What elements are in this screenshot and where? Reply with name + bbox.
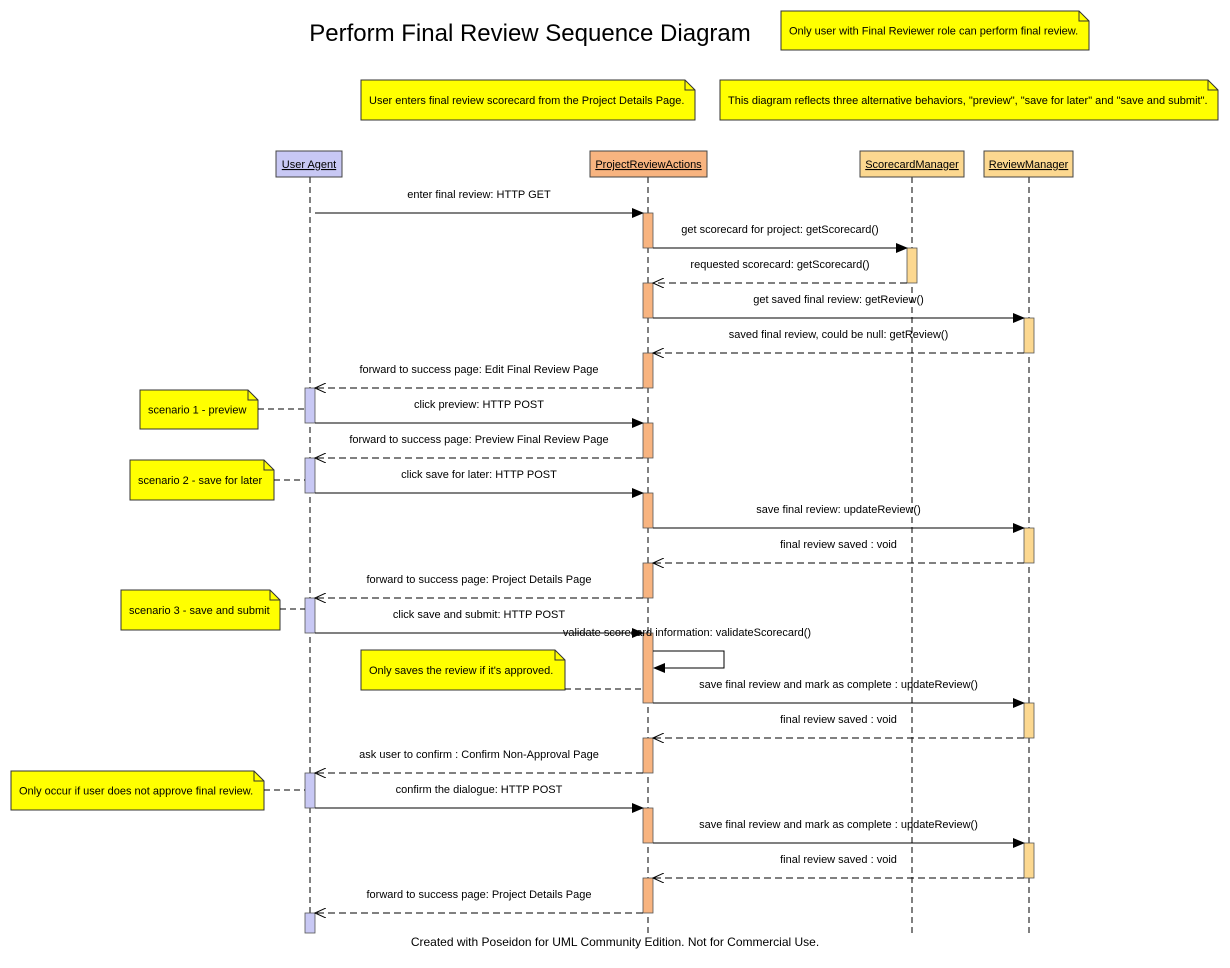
note-alternatives — [719, 79, 1219, 121]
message-label-2: get scorecard for project: getScorecard(… — [681, 224, 878, 236]
message-label-6: forward to success page: Edit Final Revi… — [359, 364, 598, 376]
message-label-7: click preview: HTTP POST — [414, 399, 544, 411]
message-label-4: get saved final review: getReview() — [753, 294, 924, 306]
message-label-20: final review saved : void — [780, 854, 897, 866]
activation-bar-pra — [642, 737, 654, 774]
activation-bar-sm — [906, 247, 918, 284]
lifeline-pra-label: ProjectReviewActions — [595, 159, 702, 171]
note-scenario-2 — [129, 459, 275, 501]
activation-bar-pra — [642, 877, 654, 914]
note-scenario-1-text: scenario 1 - preview — [148, 405, 246, 417]
activation-bar-pra — [642, 352, 654, 389]
message-label-15: save final review and mark as complete :… — [699, 679, 978, 691]
activation-bar-pra — [642, 807, 654, 844]
note-non-approval-fold — [253, 771, 264, 782]
note-entry-text: User enters final review scorecard from … — [369, 95, 684, 107]
message-label-21: forward to success page: Project Details… — [366, 889, 591, 901]
activation-bar-pra — [642, 282, 654, 319]
note-scenario-3-text: scenario 3 - save and submit — [129, 605, 270, 617]
note-scenario-1-fold — [247, 390, 258, 401]
message-label-3: requested scorecard: getScorecard() — [690, 259, 869, 271]
note-entry — [360, 79, 696, 121]
note-approved-only-text: Only saves the review if it's approved. — [369, 665, 553, 677]
note-alternatives-fold — [1207, 80, 1218, 91]
message-label-16: final review saved : void — [780, 714, 897, 726]
diagram-title: Perform Final Review Sequence Diagram — [309, 20, 751, 47]
note-scenario-2-text: scenario 2 - save for later — [138, 475, 262, 487]
note-final-reviewer-role — [780, 10, 1090, 51]
activation-bar-pra — [642, 492, 654, 529]
lifeline-pra-head — [589, 150, 708, 178]
message-label-19: save final review and mark as complete :… — [699, 819, 978, 831]
lifeline-ua-head — [275, 150, 343, 178]
message-label-9: click save for later: HTTP POST — [401, 469, 557, 481]
note-approved-only-fold — [554, 650, 565, 661]
message-label-5: saved final review, could be null: getRe… — [729, 329, 949, 341]
message-label-12: forward to success page: Project Details… — [366, 574, 591, 586]
activation-bar-ua — [304, 912, 316, 934]
note-non-approval — [10, 770, 265, 811]
note-scenario-1 — [139, 389, 259, 430]
message-label-11: final review saved : void — [780, 539, 897, 551]
activation-bar-pra — [642, 422, 654, 459]
note-final-reviewer-role-text: Only user with Final Reviewer role can p… — [789, 26, 1078, 38]
note-approved-only — [360, 649, 566, 691]
message-label-14: validate scorecard information: validate… — [563, 627, 811, 639]
lifeline-ua-label: User Agent — [282, 159, 336, 171]
lifeline-sm-label: ScorecardManager — [865, 159, 959, 171]
activation-bar-pra — [642, 632, 654, 704]
message-arrow-14 — [653, 650, 725, 673]
message-label-8: forward to success page: Preview Final R… — [349, 434, 608, 446]
activation-bar-ua — [304, 772, 316, 809]
activation-bar-rm — [1023, 842, 1035, 879]
lifeline-rm-head — [983, 150, 1074, 178]
lifeline-sm-head — [859, 150, 965, 178]
activation-bar-rm — [1023, 527, 1035, 564]
activation-bar-ua — [304, 387, 316, 424]
note-scenario-2-fold — [263, 460, 274, 471]
message-label-13: click save and submit: HTTP POST — [393, 609, 565, 621]
activation-bar-rm — [1023, 317, 1035, 354]
note-final-reviewer-role-fold — [1078, 11, 1089, 22]
footer-text: Created with Poseidon for UML Community … — [410, 935, 820, 949]
note-alternatives-text: This diagram reflects three alternative … — [728, 95, 1208, 107]
activation-bar-ua — [304, 457, 316, 494]
activation-bar-pra — [642, 212, 654, 249]
note-entry-fold — [684, 80, 695, 91]
note-non-approval-text: Only occur if user does not approve fina… — [19, 786, 253, 798]
activation-bar-rm — [1023, 702, 1035, 739]
note-scenario-3-fold — [269, 590, 280, 601]
note-scenario-3 — [120, 589, 281, 631]
message-label-10: save final review: updateReview() — [756, 504, 920, 516]
activation-bar-ua — [304, 597, 316, 634]
message-label-1: enter final review: HTTP GET — [407, 189, 551, 201]
message-label-17: ask user to confirm : Confirm Non-Approv… — [359, 749, 599, 761]
activation-bar-pra — [642, 562, 654, 599]
message-label-18: confirm the dialogue: HTTP POST — [396, 784, 563, 796]
lifeline-rm-label: ReviewManager — [989, 159, 1069, 171]
